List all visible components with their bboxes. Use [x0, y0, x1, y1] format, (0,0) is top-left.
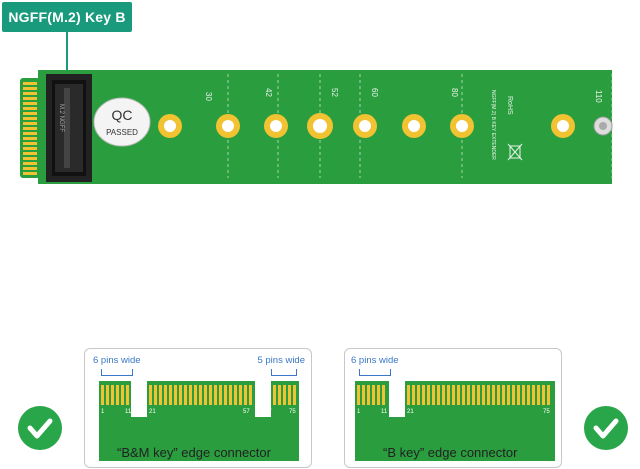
weee-bin-icon	[507, 143, 523, 161]
b-left-width-label: 6 pins wide	[351, 355, 399, 366]
bm-pin-67: 67	[265, 409, 272, 415]
slot-text: M.2 NGFF	[58, 104, 64, 132]
board-title: NGFF(M.2) B KEY EXTENDER	[490, 90, 496, 160]
b-pin-75: 75	[543, 409, 550, 415]
b-edge-connector-diagram: 1 11 21 75	[355, 381, 555, 461]
mounting-holes	[158, 113, 613, 139]
check-icon	[18, 406, 62, 450]
bm-pin-75: 75	[289, 409, 296, 415]
bm-pin-1: 1	[101, 409, 105, 415]
b-left-bracket	[359, 369, 391, 376]
bm-pin-21: 21	[149, 409, 156, 415]
bm-edge-connector-diagram: 1 11 21 57 67 75	[99, 381, 299, 461]
mark-30: 30	[204, 92, 213, 101]
qc-passed-sticker: QC PASSED	[93, 97, 151, 147]
b-key-caption: “B key” edge connector	[383, 445, 518, 460]
check-icon	[584, 406, 628, 450]
callout-leader-line	[66, 32, 68, 92]
mark-110: 110	[594, 90, 603, 103]
mark-52: 52	[330, 88, 339, 97]
bm-pin-57: 57	[243, 409, 250, 415]
b-pin-21: 21	[407, 409, 414, 415]
qc-passed-text: PASSED	[106, 128, 138, 137]
qc-text: QC	[112, 107, 133, 123]
length-marks: 30 42 52 60 80 110 NGFF(M.2) B KEY EXTEN…	[58, 88, 603, 160]
bm-left-width-label: 6 pins wide	[93, 355, 141, 366]
bm-pin-11: 11	[125, 409, 132, 415]
b-key-connector-panel: 6 pins wide 1 11 21 75 “B key” edge conn…	[344, 348, 562, 468]
m2-slot-connector	[46, 74, 92, 182]
bm-left-bracket	[101, 369, 133, 376]
mark-80: 80	[450, 88, 459, 97]
bm-key-caption: “B&M key” edge connector	[117, 445, 271, 460]
b-pin-1: 1	[357, 409, 361, 415]
bm-right-width-label: 5 pins wide	[257, 355, 305, 366]
gold-edge-fingers	[20, 78, 40, 178]
mark-42: 42	[264, 88, 273, 97]
bm-key-connector-panel: 6 pins wide 5 pins wide 1 11 21 57 67 75…	[84, 348, 312, 468]
key-b-callout-label: NGFF(M.2) Key B	[2, 2, 132, 32]
m2-extender-board: QC PASSED 30 42 52 60 80 110 NGFF(M.2) B…	[20, 70, 613, 184]
bm-right-bracket	[271, 369, 297, 376]
b-pin-11: 11	[381, 409, 388, 415]
rohs-mark: RoHS	[506, 96, 513, 115]
mark-60: 60	[370, 88, 379, 97]
